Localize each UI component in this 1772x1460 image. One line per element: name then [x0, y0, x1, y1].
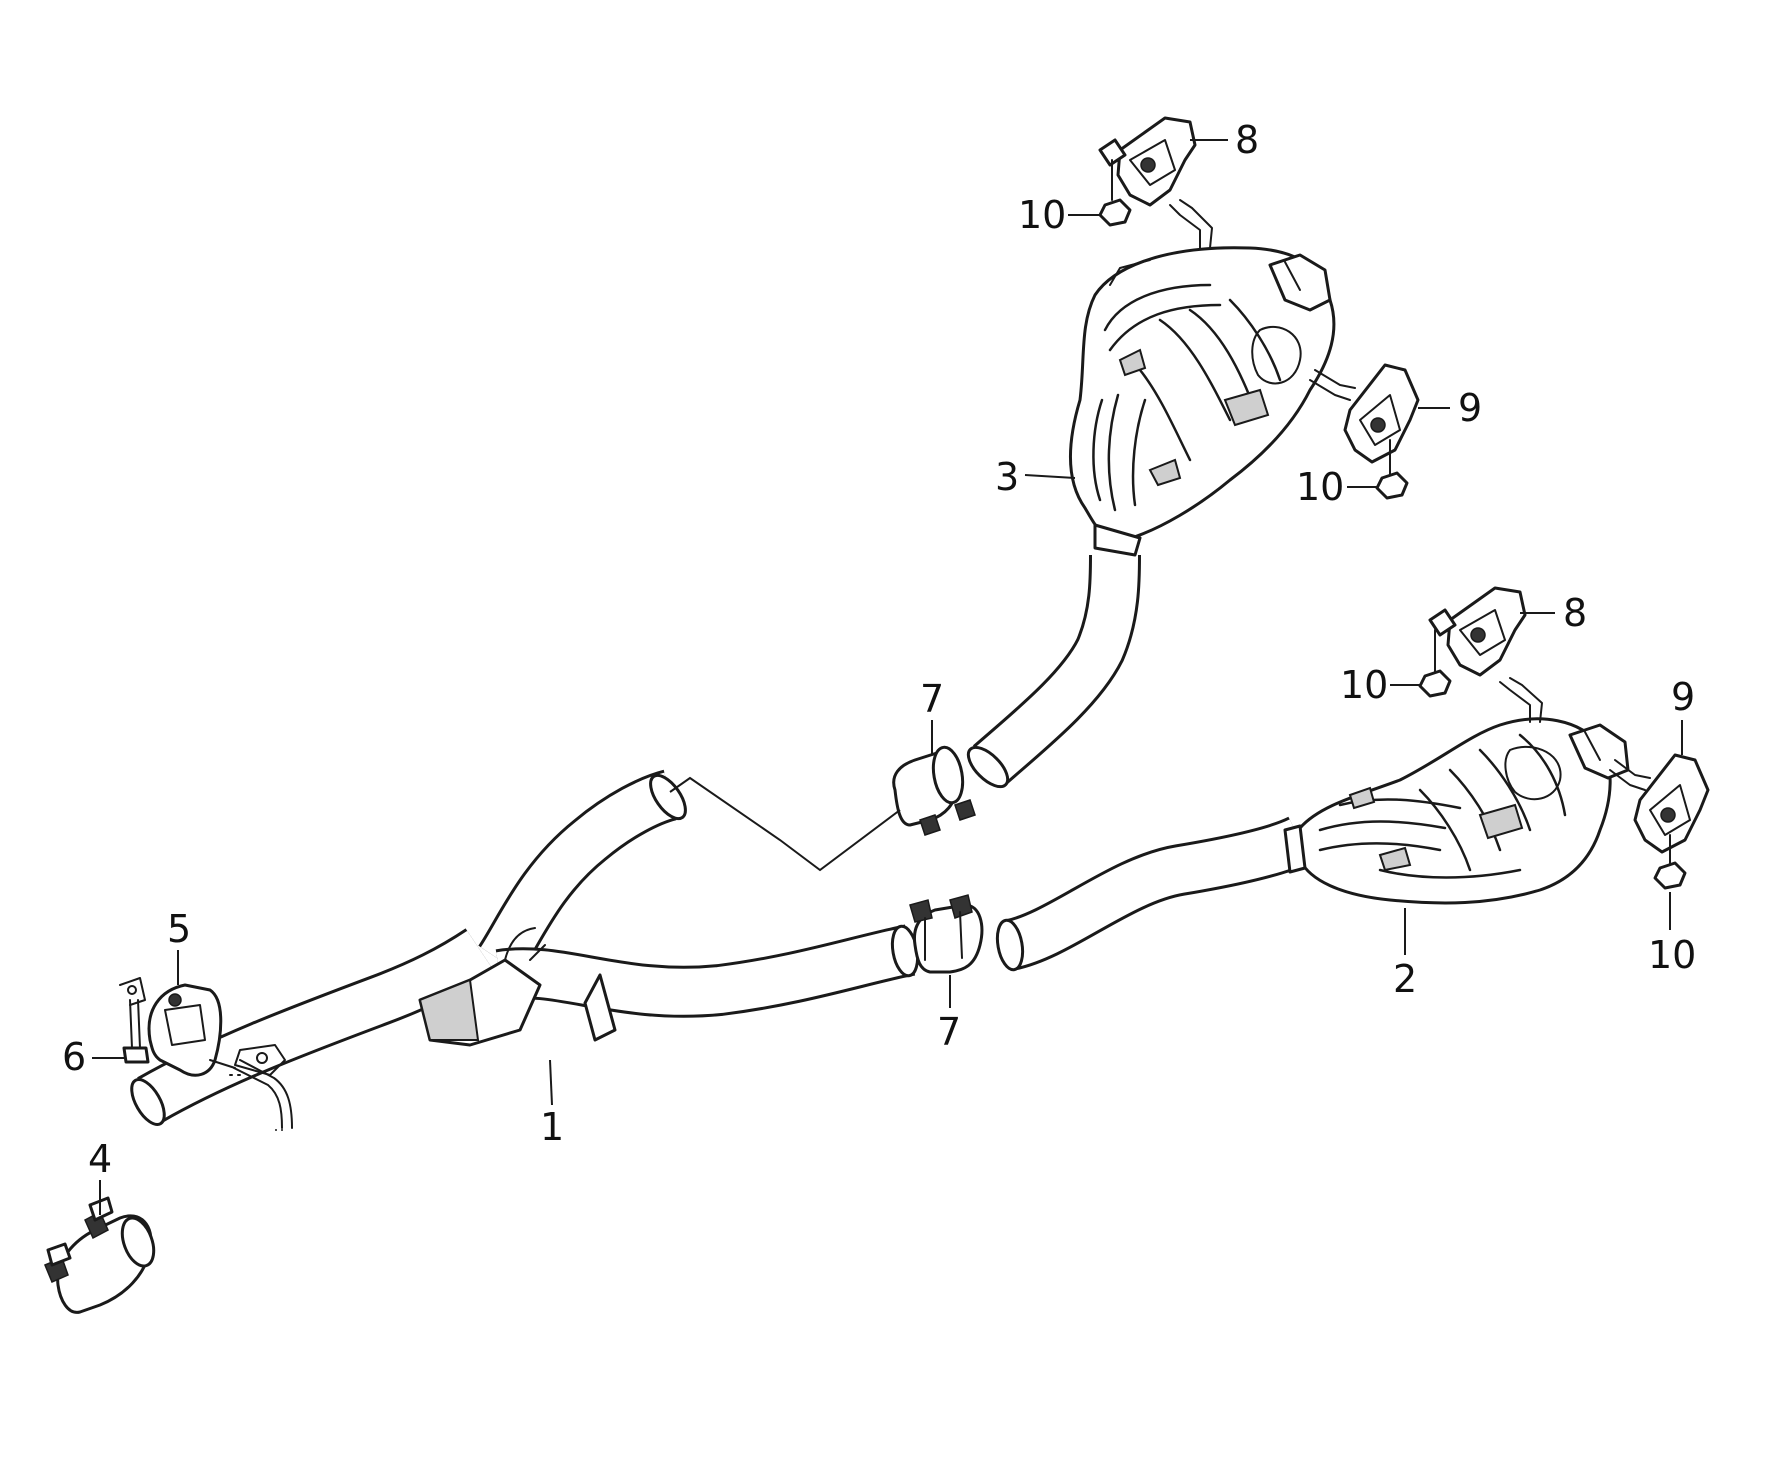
nut-part-10-c — [1418, 629, 1452, 698]
callout-10-a: 10 — [1018, 193, 1066, 237]
front-hanger-rod — [229, 1059, 293, 1129]
bracket-part-9-lower — [1633, 753, 1710, 854]
callout-2: 2 — [1393, 957, 1417, 1001]
callout-10-d: 10 — [1648, 933, 1696, 977]
bracket-part-8-lower — [1428, 586, 1527, 677]
clamp-part-7-upper — [892, 745, 976, 836]
callout-4: 4 — [88, 1137, 112, 1181]
nut-part-10-d — [1653, 834, 1687, 890]
clamp-part-4 — [44, 1196, 156, 1314]
bracket-part-8-upper — [1098, 116, 1197, 207]
callout-5: 5 — [167, 907, 191, 951]
callout-3: 3 — [995, 455, 1019, 499]
callout-9-upper: 9 — [1458, 386, 1482, 430]
callout-10-b: 10 — [1296, 465, 1344, 509]
rear-pipe-to-muffler-2 — [995, 816, 1312, 972]
rear-muffler-part-3 — [1069, 199, 1356, 557]
clamp-part-7-lower — [909, 894, 984, 974]
callout-7-upper: 7 — [920, 677, 944, 721]
callout-8-lower: 8 — [1563, 591, 1587, 635]
callout-10-c: 10 — [1340, 663, 1388, 707]
callout-8-upper: 8 — [1235, 118, 1259, 162]
callout-6: 6 — [62, 1035, 86, 1079]
bolt-part-6 — [122, 999, 150, 1064]
leader-lines — [92, 139, 1683, 1215]
rear-muffler-part-2 — [1283, 677, 1651, 905]
callout-1: 1 — [540, 1105, 564, 1149]
bracket-part-9-upper — [1343, 363, 1420, 464]
callout-labels: 1 2 3 4 5 6 7 7 8 8 9 9 10 10 10 10 — [62, 118, 1696, 1181]
rear-pipe-to-muffler-3 — [966, 554, 1141, 789]
callout-9-lower: 9 — [1671, 675, 1695, 719]
callout-7-lower: 7 — [937, 1010, 961, 1054]
front-pipe-part-1 — [130, 769, 920, 1131]
